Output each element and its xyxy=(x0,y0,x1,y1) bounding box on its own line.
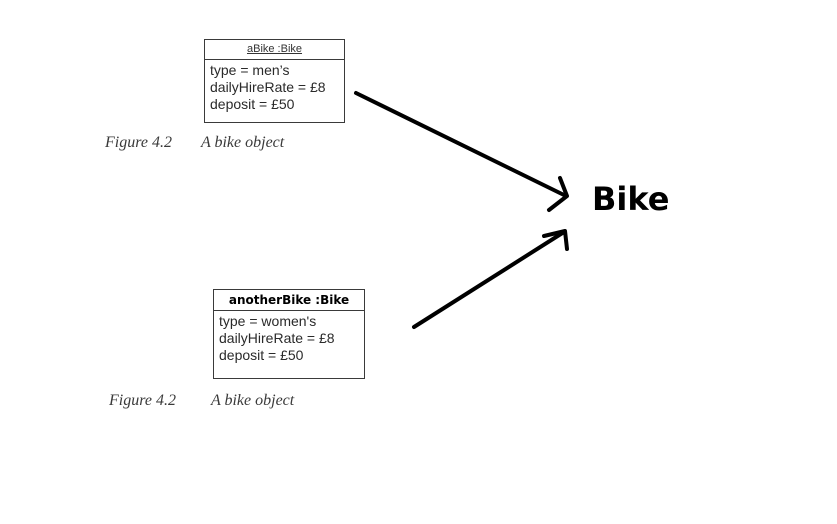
attribute-type: type = men’s xyxy=(210,62,290,78)
figure-caption: Figure 4.2 A bike object xyxy=(105,134,284,152)
attribute-daily-hire-rate: dailyHireRate = £8 xyxy=(219,330,335,346)
object-title: anotherBike :Bike xyxy=(214,290,364,311)
arrow-from-abike xyxy=(354,91,569,212)
figure-text: A bike object xyxy=(211,392,295,409)
attribute-deposit: deposit = £50 xyxy=(219,347,304,363)
attribute-daily-hire-rate: dailyHireRate = £8 xyxy=(210,79,326,95)
arrow-from-anotherbike xyxy=(412,229,569,329)
object-box-abike: aBike :Bike type = men’s dailyHireRate =… xyxy=(204,39,345,123)
class-label-bike: Bike xyxy=(592,180,670,218)
object-title: aBike :Bike xyxy=(205,40,344,60)
object-box-anotherbike: anotherBike :Bike type = women's dailyHi… xyxy=(213,289,365,379)
figure-caption: Figure 4.2 A bike object xyxy=(109,392,294,410)
figure-text: A bike object xyxy=(201,134,285,151)
object-attributes: type = men’s dailyHireRate = £8 deposit … xyxy=(205,60,344,113)
figure-number: Figure 4.2 xyxy=(109,392,176,409)
object-attributes: type = women's dailyHireRate = £8 deposi… xyxy=(214,311,364,364)
figure-number: Figure 4.2 xyxy=(105,134,172,151)
attribute-type: type = women's xyxy=(219,313,317,329)
attribute-deposit: deposit = £50 xyxy=(210,96,295,112)
